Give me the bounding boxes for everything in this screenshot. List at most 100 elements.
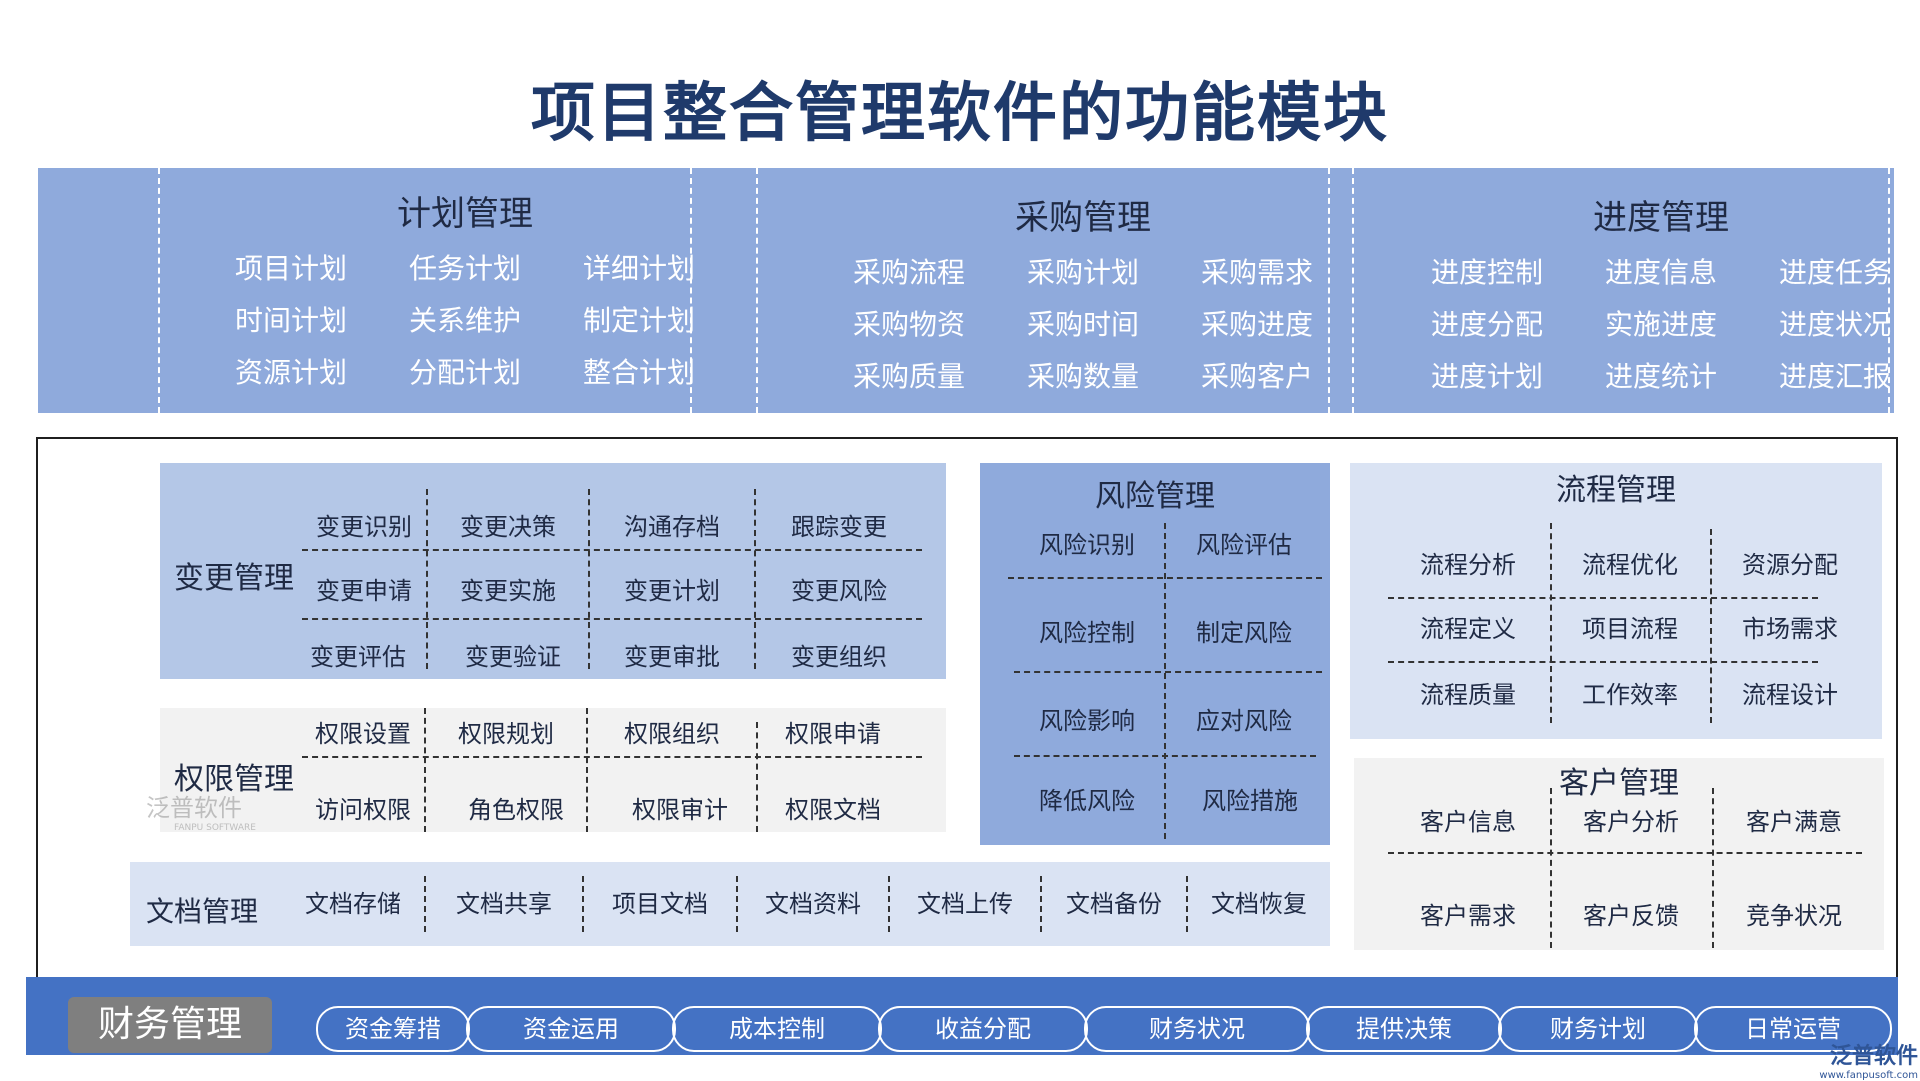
change-item: 变更决策: [460, 513, 556, 541]
plan-item: 项目计划: [234, 252, 347, 285]
divider: [424, 708, 426, 832]
divider: [888, 876, 890, 932]
progress-item: 进度信息: [1604, 256, 1717, 289]
plan-title: 计划管理: [397, 194, 533, 234]
purchase-item: 采购计划: [1026, 256, 1139, 289]
flow-item: 流程优化: [1582, 551, 1678, 579]
purchase-item: 采购时间: [1026, 308, 1139, 341]
finance-item: 成本控制: [672, 1006, 882, 1052]
risk-item: 风险评估: [1196, 531, 1292, 559]
divider: [756, 168, 758, 413]
plan-item: 任务计划: [408, 252, 521, 285]
change-title: 变更管理: [174, 561, 294, 596]
progress-item: 进度控制: [1430, 256, 1543, 289]
plan-item: 整合计划: [582, 356, 695, 389]
flow-item: 流程分析: [1420, 551, 1516, 579]
flow-item: 工作效率: [1582, 681, 1678, 709]
finance-item: 日常运营: [1694, 1006, 1892, 1052]
risk-block: 风险管理 风险识别 风险评估 风险控制 制定风险 风险影响 应对风险 降低风险 …: [980, 463, 1330, 845]
permission-item: 权限文档: [785, 796, 881, 824]
document-item: 文档存储: [305, 890, 401, 918]
brand-name: 泛普软件: [1829, 1044, 1918, 1069]
finance-item: 财务状况: [1084, 1006, 1310, 1052]
risk-item: 应对风险: [1196, 707, 1292, 735]
change-item: 变更实施: [460, 577, 556, 605]
risk-item: 降低风险: [1039, 787, 1135, 815]
document-item: 文档上传: [917, 890, 1013, 918]
progress-item: 进度任务: [1778, 256, 1891, 289]
finance-item: 收益分配: [878, 1006, 1088, 1052]
divider: [582, 876, 584, 932]
change-item: 变更评估: [310, 643, 406, 671]
divider: [1164, 523, 1166, 839]
document-item: 文档恢复: [1211, 890, 1307, 918]
divider: [1712, 788, 1714, 948]
permission-item: 权限申请: [785, 720, 881, 748]
progress-item: 进度状况: [1778, 308, 1891, 341]
customer-item: 客户反馈: [1583, 902, 1679, 930]
divider: [302, 756, 922, 758]
change-item: 变更审批: [624, 643, 720, 671]
divider: [588, 489, 590, 669]
divider: [1014, 671, 1322, 673]
watermark-name: 泛普软件: [146, 794, 242, 822]
watermark-logo: 泛普软件 FANPU SOFTWARE: [146, 788, 256, 833]
flow-item: 流程设计: [1742, 681, 1838, 709]
progress-group: 进度管理 进度控制 进度信息 进度任务 进度分配 实施进度 进度状况 进度计划 …: [1400, 190, 1920, 395]
progress-item: 进度计划: [1430, 360, 1543, 393]
divider: [1186, 876, 1188, 932]
customer-item: 客户分析: [1583, 808, 1679, 836]
document-block: 文档管理 文档存储 文档共享 项目文档 文档资料 文档上传 文档备份 文档恢复: [130, 862, 1330, 946]
plan-item: 制定计划: [582, 304, 695, 337]
divider: [1388, 661, 1818, 663]
flow-item: 项目流程: [1582, 615, 1678, 643]
finance-title: 财务管理: [68, 997, 272, 1053]
plan-item: 关系维护: [408, 304, 521, 337]
flow-item: 市场需求: [1742, 615, 1838, 643]
finance-bar: [26, 977, 1898, 1055]
progress-item: 进度汇报: [1778, 360, 1891, 393]
divider: [586, 708, 588, 832]
divider: [736, 876, 738, 932]
document-item: 项目文档: [612, 890, 708, 918]
divider: [1328, 168, 1330, 413]
divider: [1550, 788, 1552, 948]
change-item: 变更组织: [791, 643, 887, 671]
flow-item: 流程定义: [1420, 615, 1516, 643]
purchase-item: 采购需求: [1200, 256, 1313, 289]
finance-item: 财务计划: [1498, 1006, 1698, 1052]
change-item: 沟通存档: [624, 513, 720, 541]
risk-item: 风险影响: [1039, 707, 1135, 735]
change-item: 变更计划: [624, 577, 720, 605]
progress-item: 进度分配: [1430, 308, 1543, 341]
risk-item: 风险措施: [1202, 787, 1298, 815]
divider: [1352, 168, 1354, 413]
divider: [756, 722, 758, 832]
plan-item: 分配计划: [408, 356, 521, 389]
divider: [1040, 876, 1042, 932]
purchase-item: 采购数量: [1026, 360, 1139, 393]
divider: [424, 876, 426, 932]
document-item: 文档资料: [765, 890, 861, 918]
customer-item: 客户需求: [1420, 902, 1516, 930]
permission-block: 权限管理 权限设置 权限规划 权限组织 权限申请 访问权限 角色权限 权限审计 …: [146, 708, 946, 833]
purchase-item: 采购客户: [1200, 360, 1313, 393]
change-item: 跟踪变更: [791, 513, 887, 541]
flow-block: 流程管理 流程分析 流程优化 资源分配 流程定义 项目流程 市场需求 流程质量 …: [1350, 463, 1882, 739]
change-item: 变更验证: [465, 643, 561, 671]
risk-item: 风险控制: [1039, 619, 1135, 647]
brand-watermark: 泛普软件 www.fanpusoft.com: [1796, 1038, 1918, 1081]
risk-item: 风险识别: [1039, 531, 1135, 559]
divider: [302, 618, 922, 620]
permission-title: 权限管理: [174, 762, 294, 797]
change-block: 变更管理 变更识别 变更决策 沟通存档 跟踪变更 变更申请 变更实施 变更计划 …: [160, 463, 946, 679]
customer-item: 客户满意: [1746, 808, 1842, 836]
change-item: 变更风险: [791, 577, 887, 605]
plan-item: 时间计划: [234, 304, 347, 337]
divider: [1710, 529, 1712, 723]
finance-item: 资金筹措: [316, 1006, 470, 1052]
divider: [690, 168, 692, 413]
flow-title: 流程管理: [1556, 473, 1676, 508]
divider: [158, 168, 160, 413]
finance-item: 提供决策: [1306, 1006, 1502, 1052]
